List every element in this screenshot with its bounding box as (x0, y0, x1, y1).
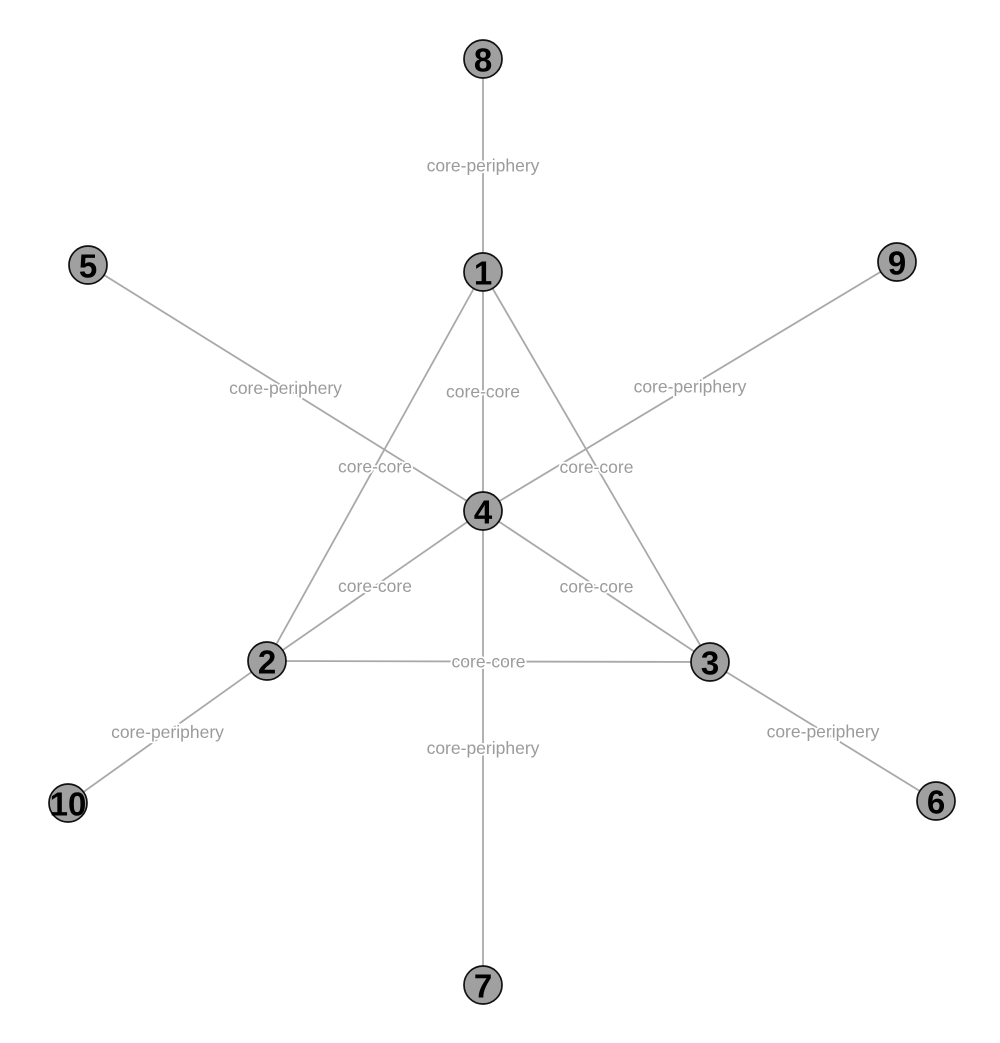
node-3-core (690, 642, 730, 682)
edge-1-2 (266, 271, 484, 662)
edge-label-4-9: core-periphery (634, 377, 747, 397)
edge-2-10 (67, 660, 268, 804)
node-label-6: 6 (927, 784, 945, 821)
edge-label-4-5: core-periphery (229, 378, 342, 398)
node-2-core (247, 641, 287, 681)
edge-label-3-4: core-core (560, 577, 634, 597)
edge-label-2-4: core-core (338, 576, 412, 596)
edge-label-3-6: core-periphery (767, 722, 880, 742)
edge-label-2-3: core-core (452, 652, 526, 672)
node-4-core (463, 491, 503, 531)
node-10-periphery (48, 783, 88, 823)
node-label-7: 7 (474, 968, 492, 1005)
edge-3-6 (709, 661, 937, 802)
node-label-10: 10 (50, 786, 87, 823)
edge-label-1-2: core-core (338, 457, 412, 477)
node-label-2: 2 (258, 644, 276, 681)
edge-label-2-10: core-periphery (111, 722, 224, 742)
node-9-periphery (877, 242, 917, 282)
node-label-8: 8 (474, 42, 492, 79)
node-label-4: 4 (474, 494, 493, 531)
edge-2-3 (266, 660, 711, 663)
node-label-9: 9 (888, 245, 906, 282)
node-5-periphery (68, 245, 108, 285)
node-6-periphery (916, 781, 956, 821)
edge-3-4 (482, 510, 711, 663)
node-1-core (463, 252, 503, 292)
node-label-5: 5 (79, 248, 97, 285)
edge-2-4 (266, 510, 484, 662)
edge-4-5 (87, 264, 484, 512)
node-8-periphery (463, 39, 503, 79)
edge-label-1-4: core-core (446, 382, 520, 402)
edge-1-3 (482, 271, 711, 663)
edge-label-4-7: core-periphery (427, 738, 540, 758)
edge-label-1-8: core-periphery (427, 156, 540, 176)
edge-label-1-3: core-core (560, 457, 634, 477)
node-label-3: 3 (701, 645, 719, 682)
node-7-periphery (463, 965, 503, 1005)
edge-4-9 (482, 261, 898, 512)
node-label-1: 1 (474, 255, 492, 292)
